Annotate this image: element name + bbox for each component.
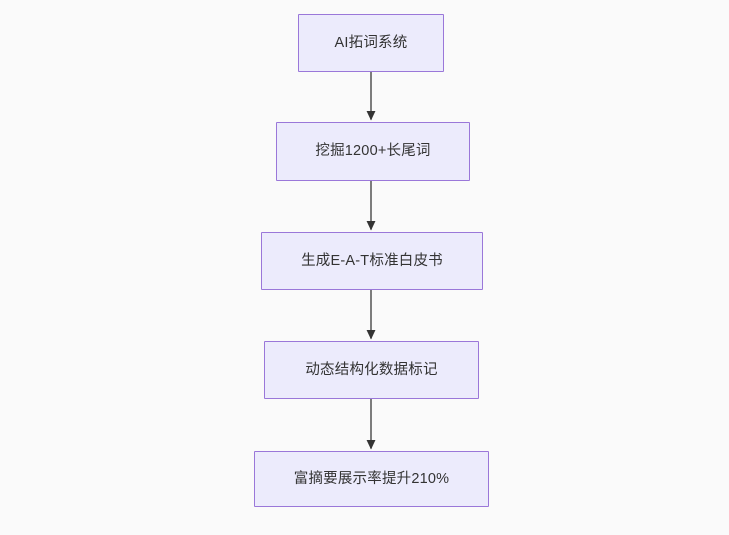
flowchart-node-dynamic-structured-data-markup[interactable]: 动态结构化数据标记 xyxy=(264,341,479,399)
flowchart-node-generate-eat-whitepaper[interactable]: 生成E-A-T标准白皮书 xyxy=(261,232,483,290)
flowchart-node-ai-keyword-system[interactable]: AI拓词系统 xyxy=(298,14,444,72)
node-label: 挖掘1200+长尾词 xyxy=(315,143,431,160)
node-label: 动态结构化数据标记 xyxy=(305,361,438,378)
node-label: 富摘要展示率提升210% xyxy=(293,470,450,487)
node-label: 生成E-A-T标准白皮书 xyxy=(301,252,443,269)
node-label: AI拓词系统 xyxy=(334,34,408,51)
flowchart-node-rich-snippet-rate-increase[interactable]: 富摘要展示率提升210% xyxy=(254,451,489,507)
flowchart-node-mine-longtail-keywords[interactable]: 挖掘1200+长尾词 xyxy=(276,122,470,181)
